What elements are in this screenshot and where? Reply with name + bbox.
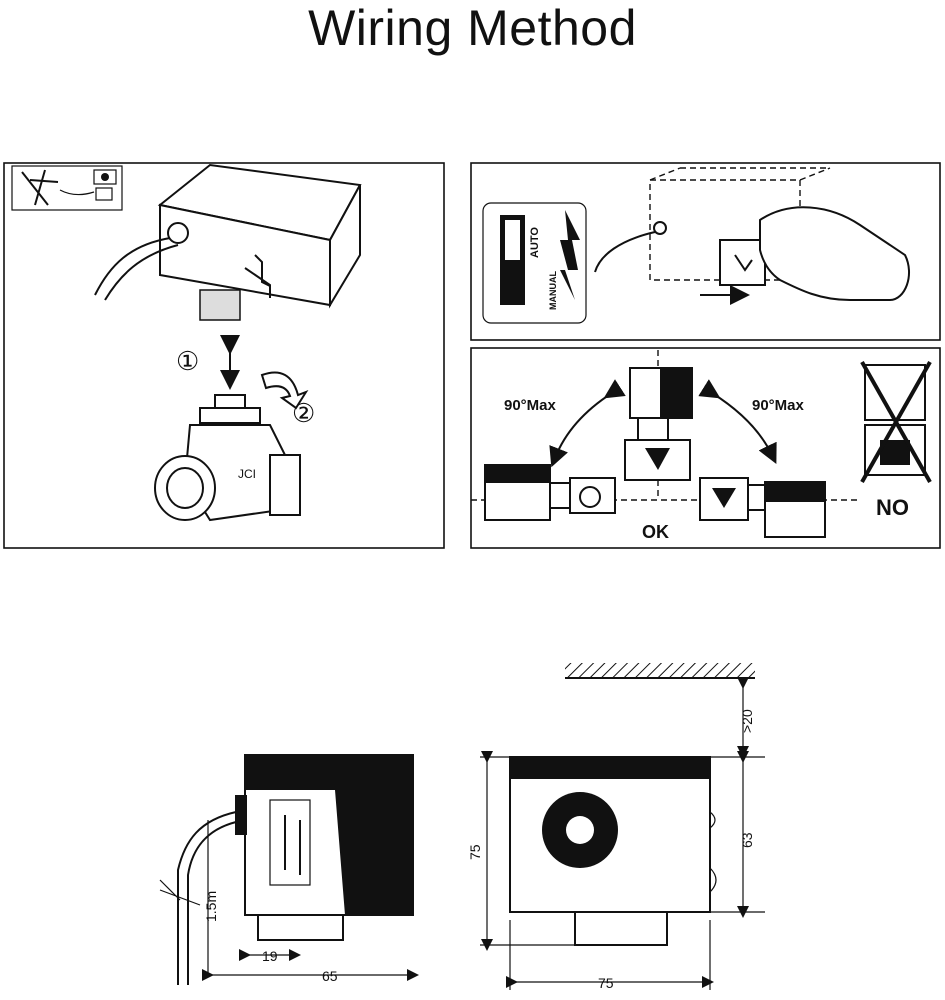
valve-mark: JCI bbox=[238, 467, 256, 481]
side-width-label: 65 bbox=[322, 968, 338, 984]
left-angle-label: 90°Max bbox=[504, 397, 557, 414]
body-height-label: 63 bbox=[739, 832, 755, 848]
total-height-label: 75 bbox=[467, 844, 483, 860]
right-angle-label: 90°Max bbox=[752, 397, 805, 414]
step-2-label: ② bbox=[292, 398, 315, 428]
step-1-label: ① bbox=[176, 346, 199, 376]
actuator-illustration bbox=[94, 163, 362, 321]
mounting-panel: ① ② JCI bbox=[3, 162, 445, 549]
front-view-dimensions: 75 63 >20 75 bbox=[467, 663, 765, 991]
manual-label: MANUAL bbox=[548, 271, 558, 310]
ok-label: OK bbox=[642, 522, 669, 542]
manual-auto-switch-icon: AUTO MANUAL bbox=[482, 202, 587, 324]
prohibited-cross-icon bbox=[860, 361, 932, 483]
valve-body-illustration: JCI bbox=[154, 394, 301, 522]
side-view-dimensions: 1.5m 19 65 bbox=[159, 754, 419, 985]
orientation-panel: 90°Max 90°Max OK NO bbox=[470, 347, 941, 549]
offset-label: 19 bbox=[262, 948, 278, 964]
auto-label: AUTO bbox=[529, 227, 541, 258]
clearance-label: >20 bbox=[739, 709, 755, 733]
valve-actuator-icon bbox=[11, 165, 123, 211]
cable-length-label: 1.5m bbox=[203, 891, 219, 922]
front-width-label: 75 bbox=[598, 975, 614, 991]
no-label: NO bbox=[876, 495, 909, 520]
hand-icon bbox=[759, 206, 910, 301]
page-title: Wiring Method bbox=[308, 0, 637, 56]
rotate-arrow-icon bbox=[260, 371, 309, 410]
manual-auto-panel: AUTO MANUAL bbox=[470, 162, 941, 341]
